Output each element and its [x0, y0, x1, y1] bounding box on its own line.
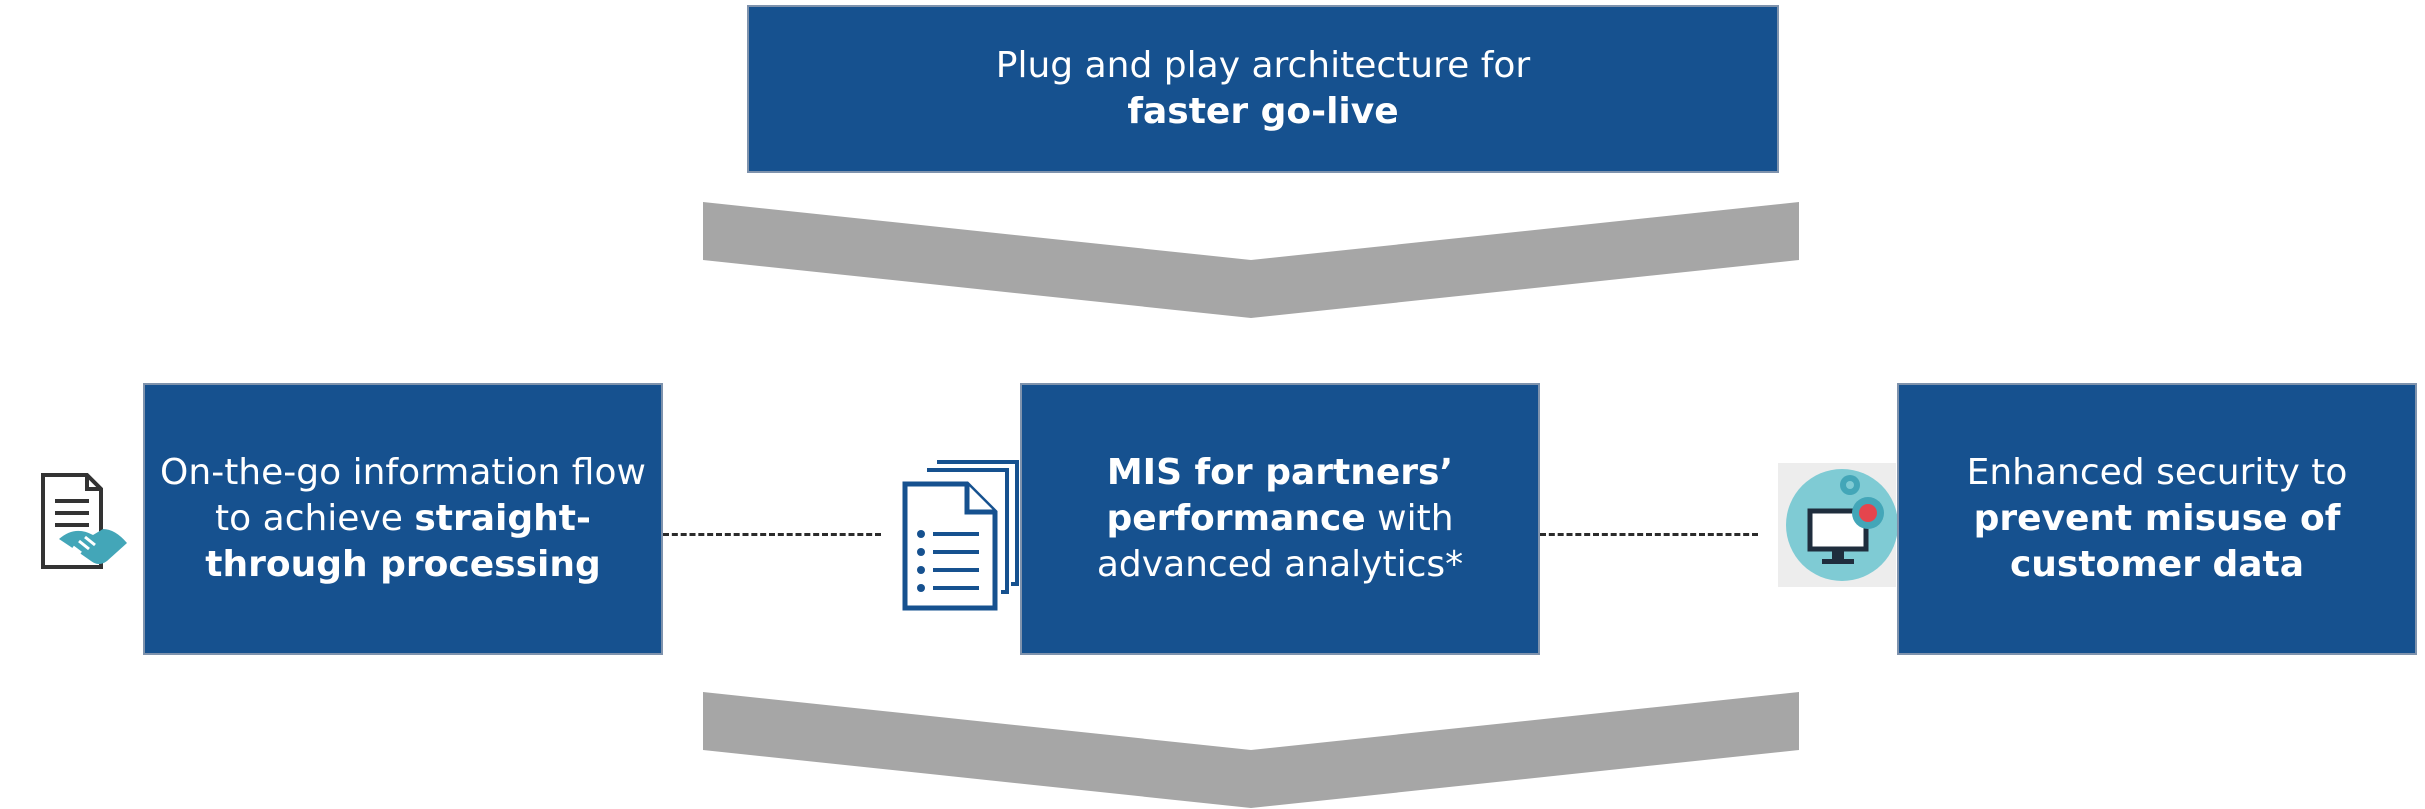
monitor-gears-icon	[1776, 461, 1898, 589]
top-box: Plug and play architecture for faster go…	[747, 5, 1779, 173]
right-box-bold-text: prevent misuse of customer data	[1973, 498, 2341, 585]
top-box-text: Plug and play architecture for	[995, 45, 1531, 86]
right-box-text: Enhanced security to	[1966, 452, 2348, 493]
upper-chevron-arrow	[703, 202, 1799, 318]
documents-stack-icon	[901, 460, 1021, 612]
document-handshake-icon	[13, 461, 143, 589]
left-dashed-connector	[663, 533, 881, 536]
center-box-text: with advanced analytics*	[1096, 498, 1464, 585]
right-dashed-connector	[1540, 533, 1758, 536]
left-box-bold-text: straight-through processing	[205, 498, 601, 585]
left-box: On-the-go information flow to achieve st…	[143, 383, 663, 655]
right-box: Enhanced security to prevent misuse of c…	[1897, 383, 2417, 655]
left-box-text: On-the-go information flow to achieve	[160, 452, 646, 539]
center-box: MIS for partners’ performance with advan…	[1020, 383, 1540, 655]
lower-chevron-arrow	[703, 692, 1799, 808]
top-box-bold-text: faster go-live	[1127, 91, 1399, 132]
center-box-bold-text: MIS for partners’ performance	[1106, 452, 1454, 539]
